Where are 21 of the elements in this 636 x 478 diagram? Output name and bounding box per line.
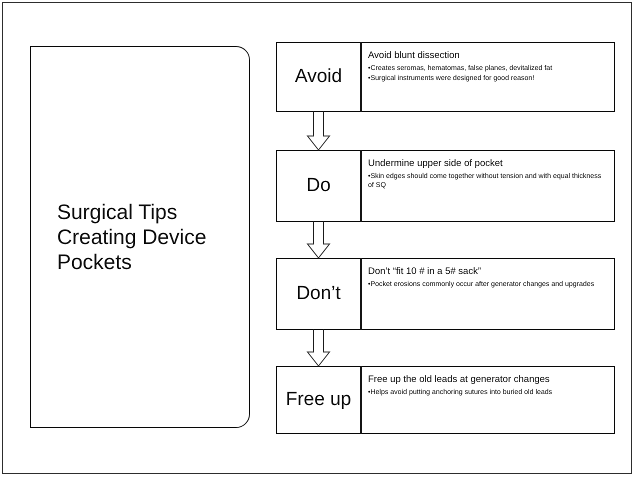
step-box	[276, 258, 361, 330]
detail-heading: Free up the old leads at generator changes	[368, 374, 551, 385]
detail-box	[361, 150, 615, 222]
detail-box	[361, 258, 615, 330]
step-label: Avoid	[294, 66, 342, 88]
panel-title: Surgical Tips Creating Device Pockets	[57, 200, 208, 274]
detail-box	[361, 42, 615, 112]
step-box	[276, 366, 361, 434]
step-label: Do	[306, 175, 331, 197]
step-box	[276, 42, 361, 112]
detail-heading: Undermine upper side of pocket	[368, 158, 504, 169]
arrow	[306, 112, 331, 151]
arrow	[306, 330, 331, 367]
step-label: Free up	[286, 389, 352, 411]
arrow	[306, 222, 331, 259]
step-label: Don’t	[296, 283, 341, 305]
detail-box	[361, 366, 615, 434]
detail-heading: Don’t “fit 10 # in a 5# sack”	[368, 266, 482, 277]
step-box	[276, 150, 361, 222]
detail-heading: Avoid blunt dissection	[368, 50, 461, 61]
title-panel	[30, 46, 250, 428]
